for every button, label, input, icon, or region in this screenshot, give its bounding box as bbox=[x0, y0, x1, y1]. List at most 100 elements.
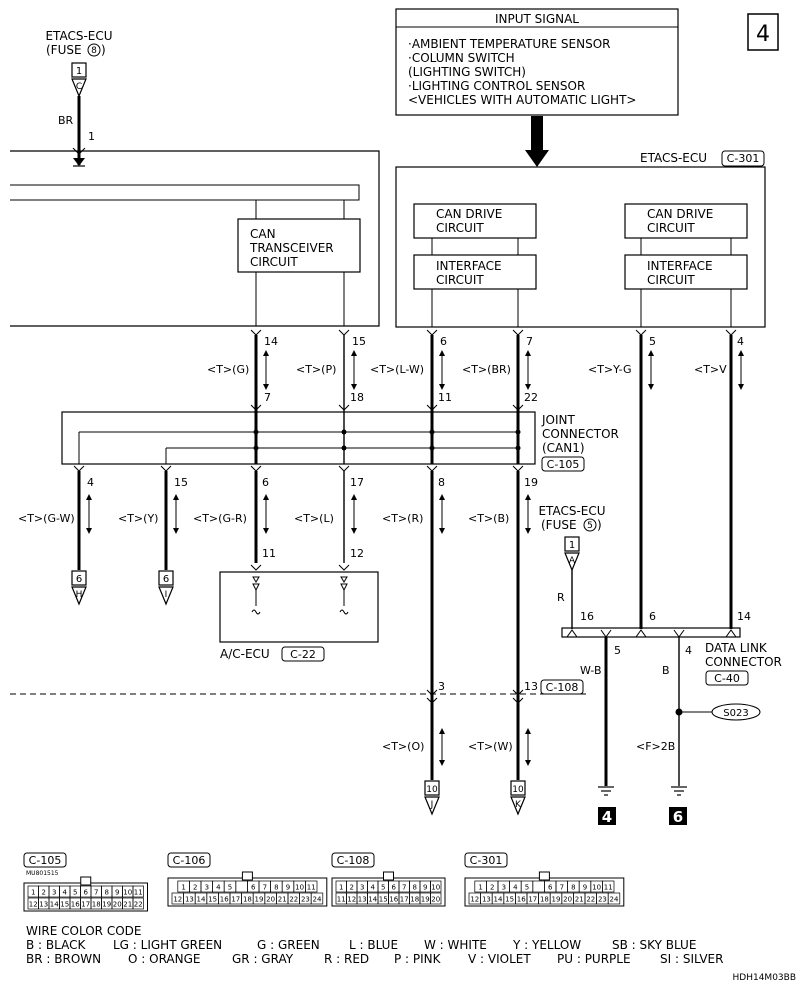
connector-pin: 17 bbox=[528, 896, 537, 904]
etacs-fuse8-label: ETACS-ECU bbox=[45, 29, 112, 43]
can-transceiver-text: TRANSCEIVER bbox=[249, 241, 334, 255]
connector-pin: 11 bbox=[337, 896, 346, 904]
connector-pin: 17 bbox=[400, 896, 409, 904]
ground-label: 4 bbox=[602, 808, 612, 826]
connector-pin: 13 bbox=[185, 896, 194, 904]
data-link-label: CONNECTOR bbox=[705, 655, 782, 669]
joint-connector-box bbox=[61, 411, 536, 465]
connector-pin: 20 bbox=[431, 896, 440, 904]
connector-pin: 14 bbox=[197, 896, 206, 904]
connector-pin: 18 bbox=[243, 896, 252, 904]
connector-pin: 5 bbox=[228, 884, 232, 892]
can-transceiver-text: CAN bbox=[250, 227, 276, 241]
connector-pin: 15 bbox=[379, 896, 388, 904]
connector-pin: 18 bbox=[540, 896, 549, 904]
pin-label: 4 bbox=[737, 335, 744, 348]
pin-label: 8 bbox=[438, 476, 445, 489]
terminal-letter: A bbox=[569, 556, 576, 566]
wire-color-code: O : ORANGE bbox=[128, 952, 200, 966]
connector-pin: 10 bbox=[295, 884, 304, 892]
signal-label: <T>(G-W) bbox=[18, 512, 75, 525]
connector-pin: 7 bbox=[263, 884, 267, 892]
signal-label: <F>2B bbox=[636, 740, 675, 753]
connector-pin: 10 bbox=[592, 884, 601, 892]
connector-pin: 3 bbox=[360, 884, 364, 892]
etacs-fuse8-fuse: (FUSE bbox=[46, 43, 82, 57]
connector-pin: 12 bbox=[173, 896, 182, 904]
pin-label: 16 bbox=[580, 610, 594, 623]
etacs-fuse5-close: ) bbox=[597, 518, 602, 532]
signal-label: <T>(L) bbox=[294, 512, 334, 525]
pin-label: 6 bbox=[649, 610, 656, 623]
wire-color-code: P : PINK bbox=[394, 952, 442, 966]
joint-connector-label: (CAN1) bbox=[542, 441, 585, 455]
interface-text: INTERFACE bbox=[436, 259, 502, 273]
connector-pin: 4 bbox=[63, 889, 68, 897]
terminal-num: 6 bbox=[76, 574, 82, 585]
connector-pin: 22 bbox=[134, 901, 143, 909]
connector-pin: 15 bbox=[505, 896, 514, 904]
connector-pin: 8 bbox=[413, 884, 417, 892]
connector-pin: 1 bbox=[478, 884, 482, 892]
diode-icon bbox=[73, 158, 85, 166]
can-drive-text: CAN DRIVE bbox=[436, 207, 502, 221]
terminal-triangle-icon bbox=[510, 796, 526, 816]
pin-label: 5 bbox=[649, 335, 656, 348]
connector-c105: C-105 bbox=[547, 458, 580, 471]
ac-ecu-label: A/C-ECU bbox=[220, 647, 270, 661]
fuse8-terminal-letter: C bbox=[76, 82, 82, 92]
connector-pin: 5 bbox=[381, 884, 385, 892]
pin-label: 13 bbox=[524, 680, 538, 693]
connector-pin: 15 bbox=[208, 896, 217, 904]
pin-label: 4 bbox=[685, 644, 692, 657]
terminal-letter: K bbox=[515, 800, 522, 810]
input-signal-item: ·AMBIENT TEMPERATURE SENSOR bbox=[408, 37, 611, 51]
connector-pin: 19 bbox=[552, 896, 561, 904]
input-signal-item: (LIGHTING SWITCH) bbox=[408, 65, 526, 79]
signal-label: <T>(O) bbox=[382, 740, 424, 753]
terminal-letter: H bbox=[76, 590, 83, 600]
terminal-triangle-icon bbox=[564, 552, 580, 572]
splice-s023: S023 bbox=[723, 708, 748, 719]
wire-color-code: L : BLUE bbox=[349, 938, 398, 952]
connector-pin: 20 bbox=[266, 896, 275, 904]
wire-color-code-title: WIRE COLOR CODE bbox=[26, 924, 141, 938]
wire-color-code: R : RED bbox=[324, 952, 369, 966]
connector-pin: 1 bbox=[31, 889, 35, 897]
connector-pin: 19 bbox=[255, 896, 264, 904]
connector-pin: 4 bbox=[513, 884, 518, 892]
connector-pin: 3 bbox=[502, 884, 506, 892]
terminal-triangle-icon bbox=[158, 586, 174, 606]
connector-pin: 3 bbox=[52, 889, 56, 897]
connector-pin: 14 bbox=[368, 896, 377, 904]
page-number-box bbox=[747, 13, 779, 51]
connector-view-label: C-108 bbox=[337, 854, 370, 867]
connector-pin: 20 bbox=[563, 896, 572, 904]
connector-pin: 16 bbox=[71, 901, 80, 909]
connector-view-label: C-105 bbox=[29, 854, 62, 867]
terminal-triangle-icon bbox=[71, 586, 87, 606]
connector-pin: 17 bbox=[231, 896, 240, 904]
connector-pin: 23 bbox=[598, 896, 607, 904]
connector-pin: 12 bbox=[470, 896, 479, 904]
connector-pin: 24 bbox=[313, 896, 322, 904]
pin-label: 14 bbox=[264, 335, 278, 348]
connector-pin: 9 bbox=[423, 884, 427, 892]
ground-label: 6 bbox=[673, 808, 683, 826]
wire-color-code: SI : SILVER bbox=[660, 952, 723, 966]
signal-label: <T>(W) bbox=[468, 740, 513, 753]
connector-pin: 4 bbox=[371, 884, 376, 892]
wire-color-code: PU : PURPLE bbox=[557, 952, 631, 966]
pin-label: 17 bbox=[350, 476, 364, 489]
can-drive-text: CAN DRIVE bbox=[647, 207, 713, 221]
connector-pin: 12 bbox=[29, 901, 38, 909]
connector-part-code: MU801515 bbox=[26, 870, 59, 877]
connector-pin: 8 bbox=[105, 889, 109, 897]
ground-6-box bbox=[669, 807, 687, 825]
input-signal-title: INPUT SIGNAL bbox=[495, 12, 579, 26]
wire-color-code: V : VIOLET bbox=[468, 952, 531, 966]
can-transceiver-text: CIRCUIT bbox=[250, 255, 298, 269]
wire-color-code: Y : YELLOW bbox=[512, 938, 581, 952]
pin-label: 7 bbox=[264, 391, 271, 404]
connector-pin: 11 bbox=[604, 884, 613, 892]
